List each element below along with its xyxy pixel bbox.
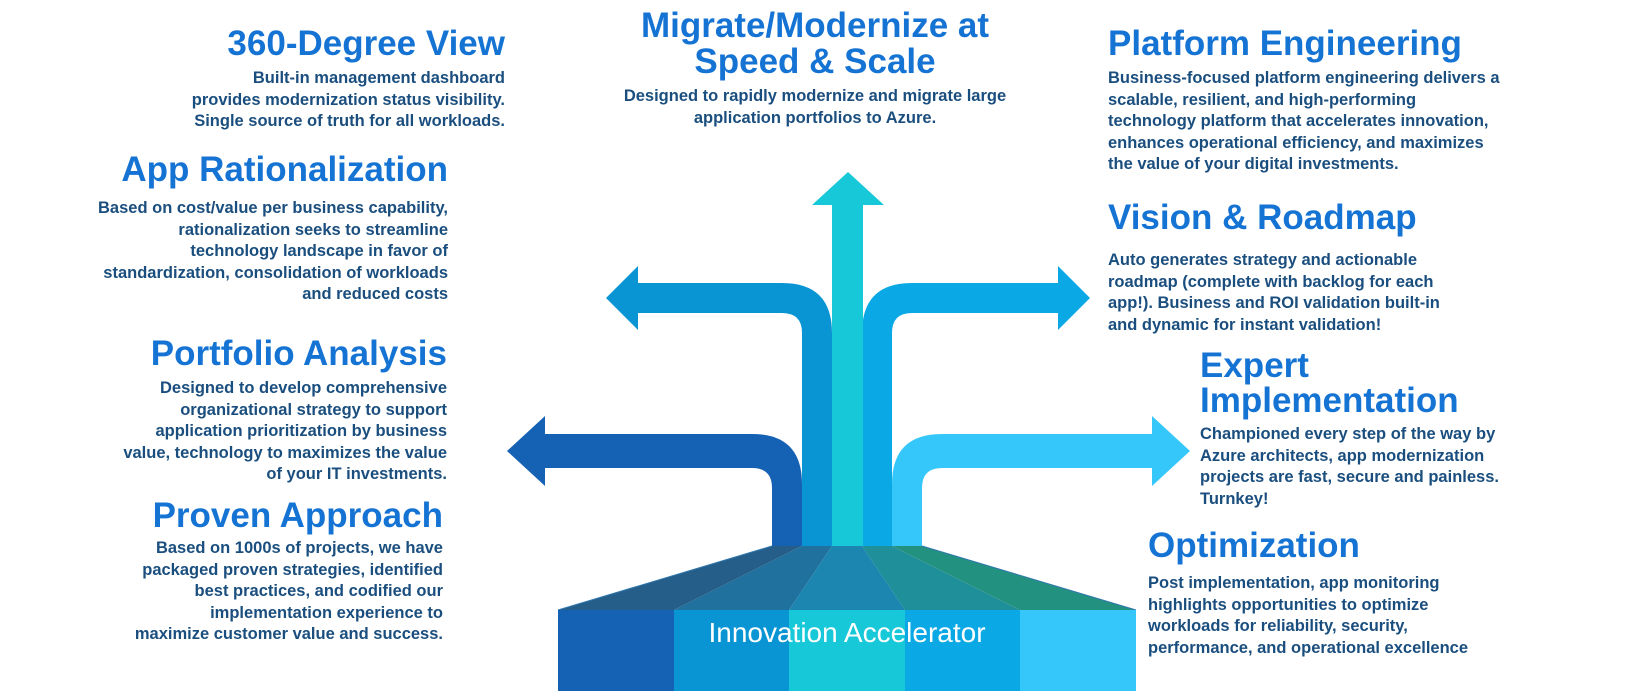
arrow-upper-right (862, 266, 1090, 546)
pedestal-front-segment (558, 610, 674, 691)
section-migrate-modernize: Migrate/Modernize at Speed & Scale Desig… (570, 8, 1060, 129)
arrow-lower-left (507, 416, 802, 546)
pedestal-front-segment (1020, 610, 1136, 691)
arrow-upper-left (606, 266, 832, 546)
pedestal-fan-edge (921, 545, 1137, 611)
section-app-rationalization: App Rationalization Based on cost/value … (0, 150, 448, 306)
section-heading: Platform Engineering (1108, 24, 1462, 63)
section-heading: Optimization (1148, 526, 1360, 565)
pedestal-label: Innovation Accelerator (708, 617, 986, 648)
section-body: Designed to develop comprehensive organi… (123, 379, 447, 483)
section-body: Designed to rapidly modernize and migrat… (623, 87, 1007, 127)
section-360-degree-view: 360-Degree View Built-in management dash… (45, 24, 505, 133)
section-heading: App Rationalization (121, 150, 448, 189)
arrow-up (812, 172, 884, 546)
section-body: Based on 1000s of projects, we have pack… (134, 539, 443, 643)
section-heading: Expert Implementation (1200, 346, 1459, 420)
section-body: Built-in management dashboard provides m… (191, 69, 505, 130)
section-heading: Proven Approach (152, 496, 443, 535)
pedestal-front-segment (674, 610, 789, 691)
section-body: Business-focused platform engineering de… (1108, 69, 1500, 173)
section-expert-implementation: Expert Implementation Championed every s… (1200, 348, 1550, 510)
pedestal-fan-segment (862, 546, 1020, 610)
pedestal-fan-segment (674, 546, 832, 610)
pedestal-fan-segment (789, 546, 905, 610)
section-heading: Migrate/Modernize at Speed & Scale (640, 6, 990, 81)
section-platform-engineering: Platform Engineering Business-focused pl… (1108, 24, 1538, 176)
section-proven-approach: Proven Approach Based on 1000s of projec… (3, 496, 443, 646)
section-body: Auto generates strategy and actionable r… (1108, 251, 1440, 334)
section-heading: Portfolio Analysis (150, 334, 447, 373)
section-heading: Vision & Roadmap (1108, 198, 1417, 237)
arrow-lower-right (892, 416, 1190, 546)
pedestal-fan-segment (892, 546, 1136, 610)
section-body: Championed every step of the way by Azur… (1200, 425, 1499, 508)
section-body: Post implementation, app monitoring high… (1148, 574, 1469, 657)
pedestal-front-segment (905, 610, 1020, 691)
section-body: Based on cost/value per business capabil… (98, 199, 448, 303)
section-portfolio-analysis: Portfolio Analysis Designed to develop c… (7, 334, 447, 486)
pedestal-fan-edge (557, 545, 773, 611)
section-heading: 360-Degree View (227, 24, 505, 63)
section-vision-roadmap: Vision & Roadmap Auto generates strategy… (1108, 198, 1518, 336)
pedestal-front-segment (789, 610, 905, 691)
pedestal-fan-segment (558, 546, 802, 610)
section-optimization: Optimization Post implementation, app mo… (1148, 526, 1518, 659)
